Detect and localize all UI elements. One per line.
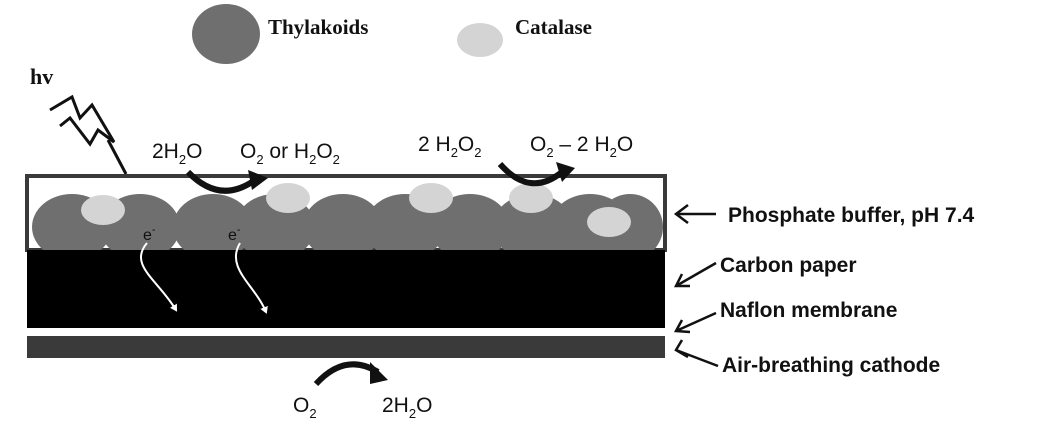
anode-reactant: 2H2O	[152, 140, 202, 167]
catalase	[509, 183, 553, 213]
nafion-label: Naflon membrane	[720, 299, 897, 322]
cathode-reactant: O2	[293, 394, 317, 421]
thylakoid	[303, 194, 383, 260]
thylakoids-legend-label: Thylakoids	[268, 15, 368, 39]
carbon-callout: Carbon paper	[673, 254, 857, 288]
buffer-callout: Phosphate buffer, pH 7.4	[673, 204, 975, 227]
lightning-icon	[49, 94, 116, 147]
carbon-paper-layer	[27, 250, 665, 328]
thylakoid-legend-swatch	[192, 4, 260, 64]
electron-label-1: e-	[143, 224, 156, 244]
cathode-callout: Air-breathing cathode	[674, 339, 940, 377]
catalase-layer	[81, 183, 631, 237]
light-label: hv	[30, 64, 53, 89]
thylakoid	[430, 194, 510, 260]
catalase	[409, 183, 453, 213]
catalase-product: O2 – 2 H2O	[530, 133, 633, 160]
thylakoid	[173, 194, 253, 260]
cathode-reaction-arrowhead	[370, 362, 388, 384]
catalase-reaction-arrow	[497, 161, 564, 187]
anode-reaction-arrowhead	[248, 170, 268, 190]
cathode-reaction-arrow	[313, 361, 380, 387]
cathode-layer	[27, 336, 665, 358]
catalase	[587, 207, 631, 237]
catalase-reactant: 2 H2O2	[418, 133, 482, 160]
carbon-paper-label: Carbon paper	[720, 254, 857, 277]
catalase	[81, 195, 125, 225]
catalase-reaction-arrowhead	[556, 162, 575, 182]
catalase	[266, 183, 310, 213]
cathode-product: 2H2O	[382, 394, 432, 421]
buffer-label: Phosphate buffer, pH 7.4	[728, 204, 975, 227]
electron-path-arrow	[139, 242, 178, 312]
catalase-legend-label: Catalase	[515, 15, 592, 39]
nafion-callout: Naflon membrane	[673, 299, 897, 334]
electron-path-arrow	[234, 242, 268, 314]
nafion-membrane-layer	[27, 328, 665, 336]
catalase-legend-swatch	[457, 23, 503, 57]
cathode-label: Air-breathing cathode	[722, 354, 940, 377]
thylakoid	[493, 194, 573, 260]
electron-label-2: e-	[228, 224, 241, 244]
anode-product: O2 or H2O2	[240, 140, 340, 167]
light-ray	[106, 139, 128, 175]
anode-reaction-arrow	[185, 169, 257, 194]
